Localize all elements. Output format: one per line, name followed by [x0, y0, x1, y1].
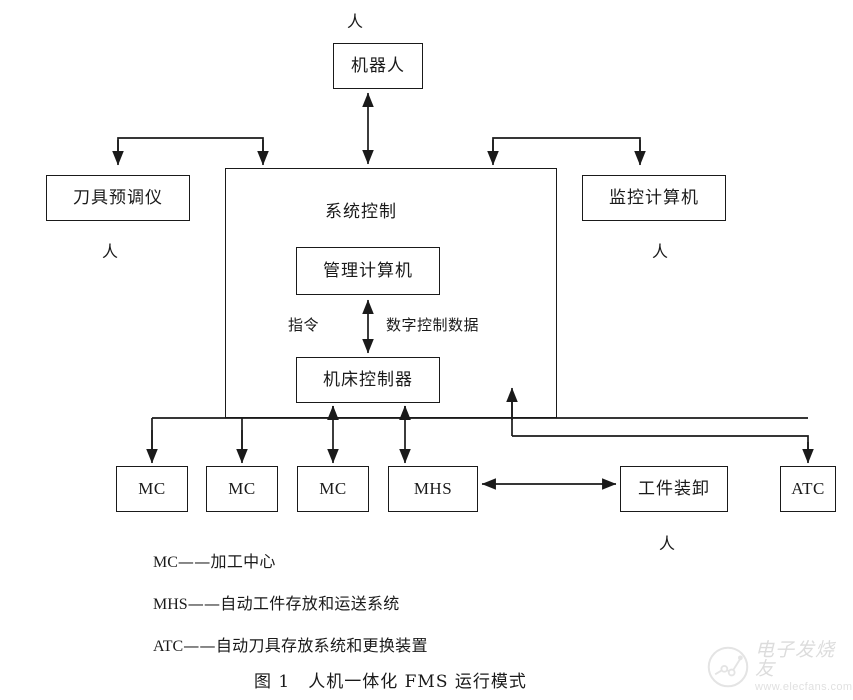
- node-monitor-computer[interactable]: 监控计算机: [582, 175, 726, 221]
- node-tool-presetter-label: 刀具预调仪: [73, 187, 163, 208]
- node-mhs[interactable]: MHS: [388, 466, 478, 512]
- legend-item-mhs-desc: 自动工件存放和运送系统: [220, 594, 400, 613]
- legend-item-atc: ATC——自动刀具存放系统和更换装置: [153, 632, 428, 656]
- node-mc-2-label: MC: [228, 478, 256, 498]
- node-tool-presetter[interactable]: 刀具预调仪: [46, 175, 190, 221]
- edge-label-nc-data: 数字控制数据: [386, 316, 480, 334]
- figure-caption: 图 1 人机一体化 FMS 运行模式: [254, 672, 527, 692]
- node-system-control-label: 系统控制: [325, 202, 397, 222]
- watermark-url: www.elecfans.com: [755, 681, 853, 693]
- legend-item-atc-dash: ——: [183, 636, 216, 655]
- node-mc-3-label: MC: [319, 478, 347, 498]
- legend: MC——加工中心 MHS——自动工件存放和运送系统 ATC——自动刀具存放系统和…: [153, 548, 428, 674]
- node-atc[interactable]: ATC: [780, 466, 836, 512]
- watermark-text: 电子发烧友 www.elecfans.com: [755, 641, 853, 693]
- legend-item-mc-code: MC: [153, 554, 178, 571]
- node-robot-label: 机器人: [351, 55, 405, 76]
- legend-item-mhs: MHS——自动工件存放和运送系统: [153, 590, 428, 614]
- node-mc-2[interactable]: MC: [206, 466, 278, 512]
- node-mc-1-label: MC: [138, 478, 166, 498]
- edge-label-command: 指令: [288, 316, 320, 334]
- node-machine-controller-label: 机床控制器: [323, 369, 413, 390]
- watermark-brand: 电子发烧友: [755, 639, 836, 680]
- node-workpiece-load[interactable]: 工件装卸: [620, 466, 728, 512]
- person-label-left: 人: [102, 242, 119, 261]
- node-mhs-label: MHS: [413, 478, 453, 498]
- wire-branch-to-atc: [512, 435, 809, 459]
- legend-item-mhs-code: MHS: [153, 596, 188, 613]
- node-robot[interactable]: 机器人: [333, 43, 423, 89]
- person-label-bottom: 人: [659, 534, 676, 553]
- wire-bracket-right: [492, 137, 641, 163]
- node-workpiece-load-label: 工件装卸: [638, 478, 710, 499]
- node-management-computer[interactable]: 管理计算机: [296, 247, 440, 295]
- legend-item-mc-dash: ——: [177, 552, 211, 571]
- person-label-right: 人: [652, 242, 669, 261]
- legend-item-atc-code: ATC: [153, 638, 184, 655]
- legend-item-mc: MC——加工中心: [153, 548, 428, 572]
- person-label-top: 人: [347, 12, 364, 31]
- legend-item-mc-desc: 加工中心: [210, 552, 276, 571]
- node-mc-3[interactable]: MC: [297, 466, 369, 512]
- node-mc-1[interactable]: MC: [116, 466, 188, 512]
- watermark: 电子发烧友 www.elecfans.com: [706, 641, 853, 693]
- elecfans-logo-icon: [707, 646, 749, 688]
- wire-bracket-left: [117, 137, 264, 163]
- node-management-computer-label: 管理计算机: [323, 260, 413, 281]
- node-monitor-computer-label: 监控计算机: [609, 187, 699, 208]
- legend-item-mhs-dash: ——: [187, 594, 221, 613]
- legend-item-atc-desc: 自动刀具存放系统和更换装置: [215, 636, 428, 655]
- node-atc-label: ATC: [791, 478, 825, 498]
- node-machine-controller[interactable]: 机床控制器: [296, 357, 440, 403]
